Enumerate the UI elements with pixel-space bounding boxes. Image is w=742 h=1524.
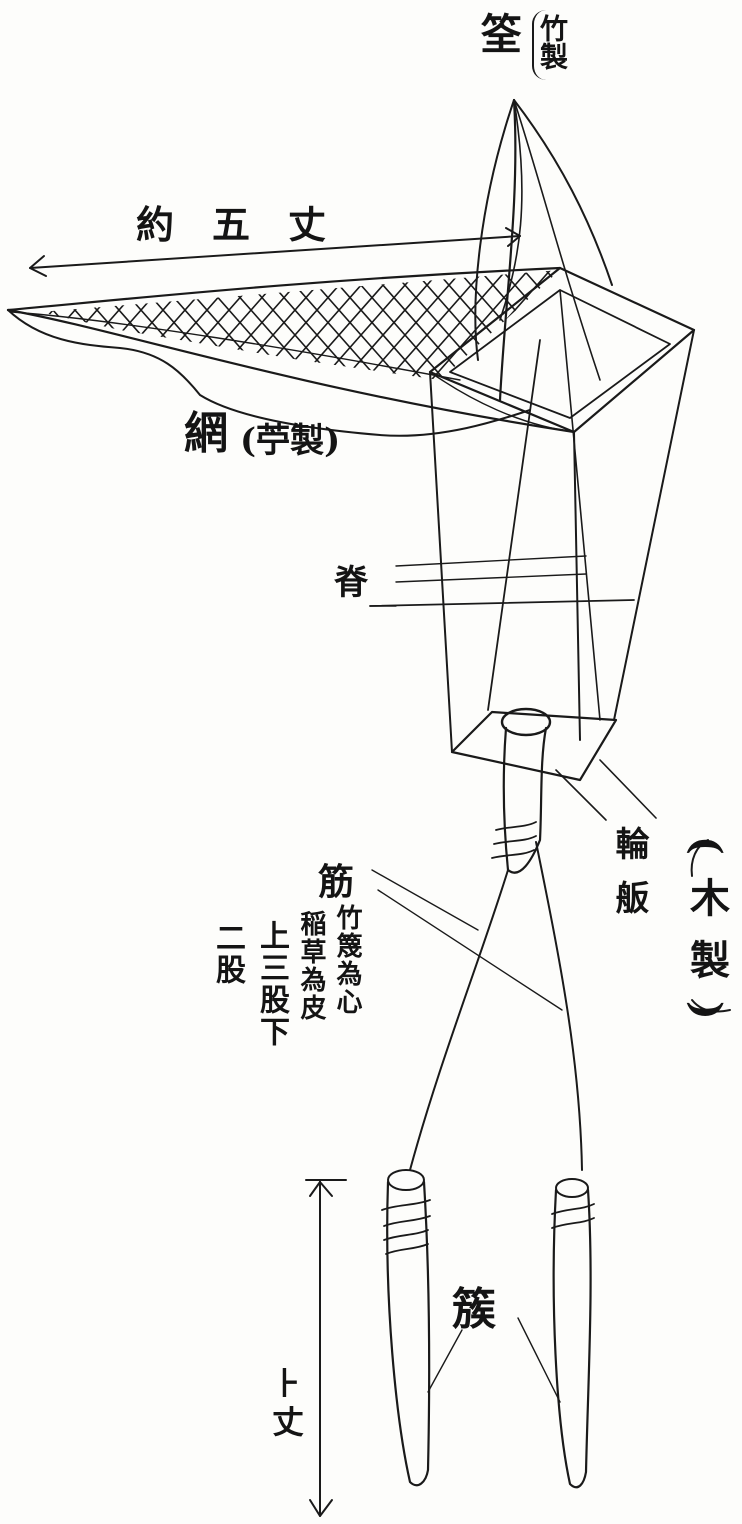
mesh-line: [594, 250, 742, 420]
top-length-label: 約 五 丈: [136, 202, 327, 247]
stake-right: [551, 1178, 595, 1489]
mesh-line: [109, 270, 261, 380]
mesh-line: [40, 270, 63, 380]
mesh-line: [704, 250, 742, 420]
bottom-length-label: 丈: [272, 1403, 305, 1441]
mesh-line: [40, 270, 41, 380]
mesh-line: [682, 250, 742, 420]
mesh-line: [40, 270, 85, 380]
stake-left: [381, 1169, 431, 1487]
wood-bracket-close: [691, 999, 731, 1013]
mesh-line: [704, 250, 742, 420]
mesh-line: [572, 250, 722, 420]
mesh-line: [40, 270, 129, 380]
rope-core-label: 竹篾為心: [332, 904, 362, 1016]
bamboo-made-label: 竹製: [532, 10, 569, 80]
net-label: 網: [184, 408, 228, 459]
mesh-line: [572, 250, 722, 420]
mesh-line: [219, 270, 371, 380]
mesh-line: [549, 270, 560, 380]
wood-bracket-open: [690, 839, 709, 877]
mesh-line: [417, 270, 560, 380]
mesh-line: [660, 250, 742, 420]
mesh-line: [594, 250, 742, 420]
basket-label: 筌: [480, 10, 523, 59]
mesh-line: [87, 270, 239, 380]
wood-made-label: (木製): [683, 836, 730, 1042]
ring-board-plug: [491, 707, 607, 874]
mesh-line: [726, 250, 742, 420]
bottom-length-arrow: [305, 1179, 347, 1517]
basket-cone: [474, 98, 613, 402]
mesh-line: [65, 270, 217, 380]
mesh-line: [40, 270, 107, 380]
mesh-line: [197, 270, 349, 380]
mesh-line: [131, 270, 283, 380]
ropes: [371, 841, 583, 1171]
mesh-line: [40, 270, 151, 380]
bottom-length-mark: ⺊: [272, 1367, 302, 1402]
ribs-label: 脊: [334, 563, 368, 603]
mesh-line: [40, 270, 63, 380]
mesh-line: [505, 270, 560, 380]
mesh-line: [373, 270, 525, 380]
mesh-line: [616, 250, 742, 420]
mesh-line: [65, 270, 217, 380]
mesh-line: [40, 270, 129, 380]
mesh-line: [351, 270, 503, 380]
mesh-line: [549, 270, 560, 380]
mesh-line: [153, 270, 305, 380]
frame-box: [369, 266, 696, 819]
mesh-line: [660, 250, 742, 420]
ring-board-label: 輪 舨: [609, 826, 649, 918]
mesh-line: [40, 270, 41, 380]
strands-upper-label: 上三股下: [254, 920, 289, 1048]
mesh-line: [40, 270, 107, 380]
mesh-line: [395, 270, 547, 380]
rope-label: 筋: [318, 861, 355, 903]
mesh-line: [263, 270, 415, 380]
mesh-line: [40, 270, 85, 380]
net-body: [0, 250, 742, 437]
mesh-line: [0, 250, 18, 420]
mesh-line: [682, 250, 742, 420]
mesh-line: [616, 250, 742, 420]
mesh-line: [726, 250, 742, 420]
mesh-line: [0, 250, 18, 420]
ramie-made-label: (苧製): [240, 421, 341, 461]
strands-lower-label: 二股: [210, 922, 245, 986]
mesh-line: [40, 270, 151, 380]
rope-skin-label: 稲草為皮: [296, 910, 326, 1022]
stakes-label: 簇: [452, 1284, 496, 1335]
